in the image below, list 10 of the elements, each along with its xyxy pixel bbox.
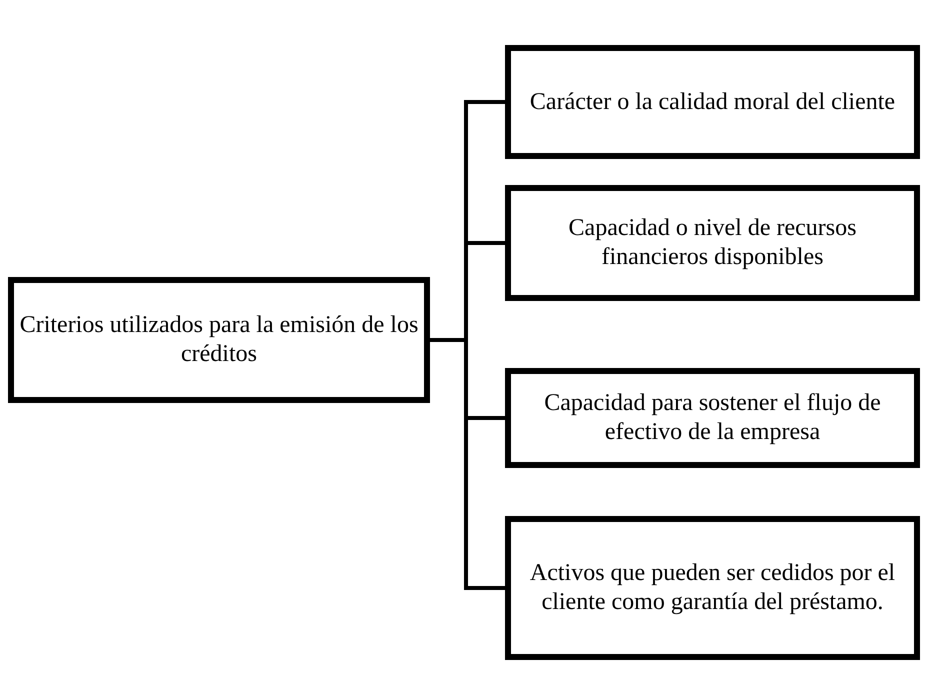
criterion-box xyxy=(505,368,920,468)
box-text: Capacidad para sostener el flujo de efectivo de la empresa xyxy=(543,389,882,447)
box-text: Activos que pueden ser cedidos por el cliente como garantía del préstamo. xyxy=(528,559,896,617)
root-box xyxy=(8,277,430,403)
box-text: Carácter o la calidad moral del cliente xyxy=(530,88,896,116)
criterion-box xyxy=(505,45,920,159)
box-text: Capacidad o nivel de recursos financieros disponibles xyxy=(568,214,858,272)
box-text: Criterios utilizados para la emisión de los créditos xyxy=(18,311,420,369)
criterion-box xyxy=(505,516,920,660)
criterion-box xyxy=(505,185,920,301)
